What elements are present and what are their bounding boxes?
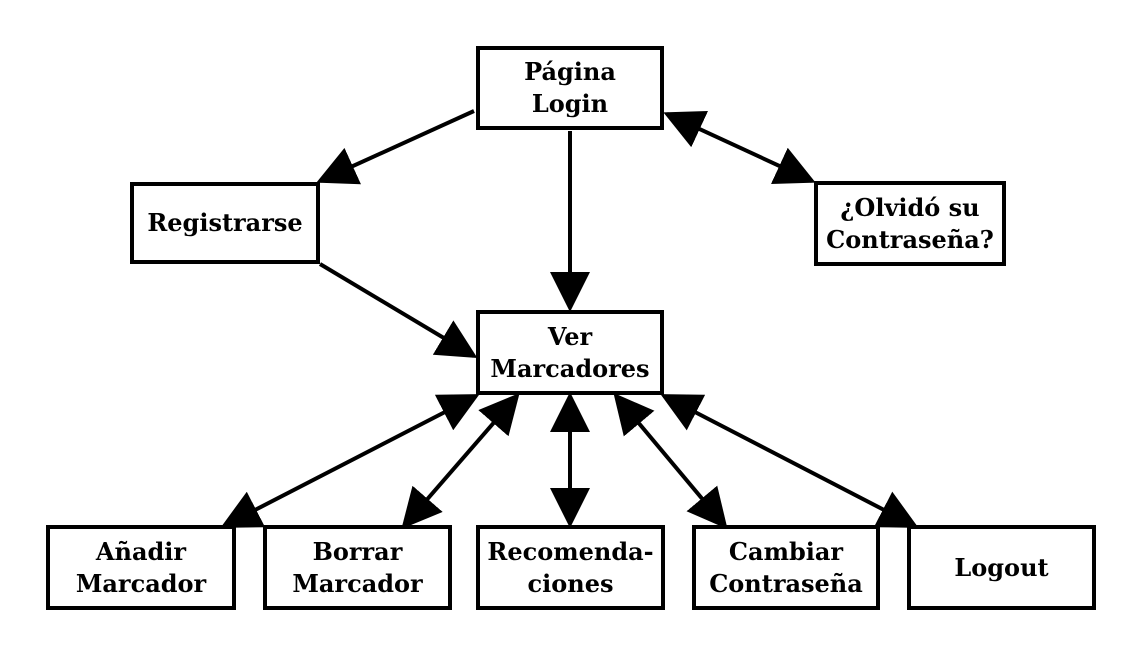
node-register: Registrarse (130, 182, 320, 264)
edge-view-bookmarks-to-logout (660, 394, 919, 528)
node-forgot-password: ¿Olvidó su Contraseña? (814, 181, 1006, 266)
edge-view-bookmarks-to-delete-bookmark (401, 392, 520, 530)
edge-view-bookmarks-to-change-password (613, 392, 728, 530)
node-login: Página Login (476, 46, 664, 130)
node-add-bookmark: Añadir Marcador (46, 525, 236, 610)
edge-register-to-view-bookmarks (318, 262, 478, 359)
edge-login-to-forgot-password (663, 110, 816, 185)
node-delete-bookmark: Borrar Marcador (263, 525, 452, 610)
node-recommendations: Recomenda- ciones (476, 525, 665, 610)
edge-login-to-register (316, 109, 475, 185)
node-logout: Logout (907, 525, 1096, 610)
edge-view-bookmarks-to-add-bookmark (220, 394, 480, 528)
node-change-password: Cambiar Contraseña (692, 525, 880, 610)
node-view-bookmarks: Ver Marcadores (476, 310, 664, 395)
